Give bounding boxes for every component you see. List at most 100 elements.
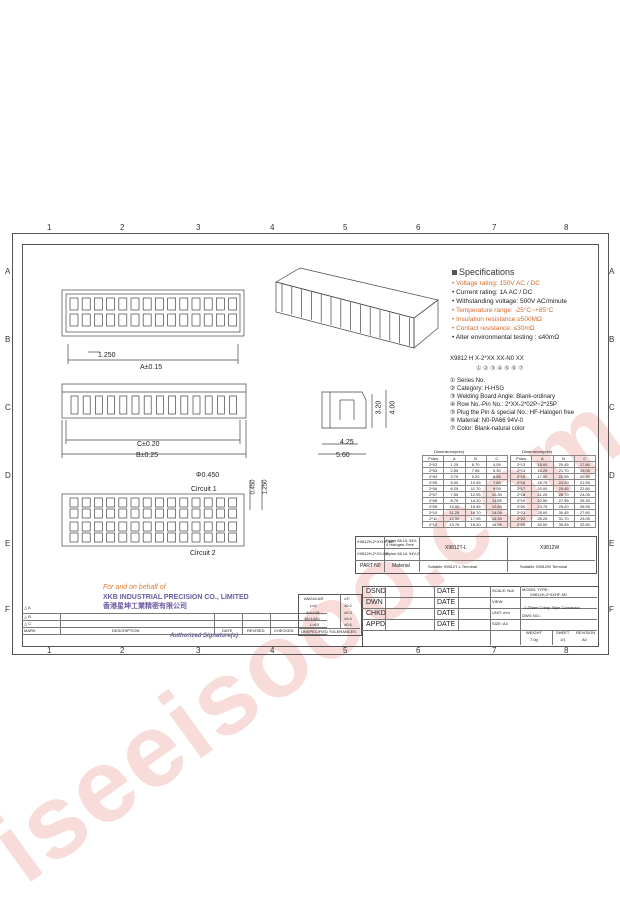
pin-cavity [216, 313, 225, 327]
side-view [318, 390, 387, 455]
terminal-a: X9812T-L [445, 545, 467, 551]
tol-key: L≤4 [310, 603, 317, 608]
pcb-pad [203, 532, 213, 543]
rev-row: △ B [24, 614, 31, 619]
pin-cavity [142, 297, 152, 311]
tb-date: DATE [437, 588, 456, 595]
drawing-outer-border [12, 233, 609, 655]
zone-row: B [609, 335, 615, 344]
tb-revision-label: REVISION [576, 630, 596, 635]
pin-cavity [81, 313, 91, 327]
tb-size: SIZE: A4 [492, 621, 508, 626]
dim-h1: 3.20 [375, 400, 383, 415]
pcb-pad [228, 532, 237, 543]
iso-view [275, 267, 439, 349]
zone-col: 5 [343, 646, 348, 655]
pcb-pad [203, 508, 213, 519]
company-name-cn: 香港星坤工業精密有限公司 [103, 603, 187, 610]
specs-title: Specifications [452, 268, 515, 277]
spec-item: • Insulation resistance:≥500MΩ [452, 316, 542, 323]
code-item: ④ Row No.-Pin No.: 2*XX-2*02P~2*25P [450, 402, 557, 408]
pcb-layout [61, 480, 263, 547]
spec-item: • Temperature range: -25°C~+85°C [452, 307, 554, 314]
pin-slot [156, 395, 164, 415]
pin-cavity [179, 313, 189, 327]
pcb-pad [155, 497, 164, 508]
tol-val: ±0.3 [344, 610, 352, 615]
code-item: ② Category: H-HSG [450, 386, 505, 392]
terminal-b: X9812W [540, 545, 560, 551]
pcb-pad [106, 508, 115, 519]
tol-key: 16<L≤63 [304, 616, 320, 621]
circuit-2-label: Circuit 2 [190, 550, 216, 557]
dim-w2: 5.60 [336, 452, 350, 459]
pcb-pad [94, 521, 103, 532]
pcb-pad [130, 532, 140, 543]
tb-dsnd: DSND [366, 588, 386, 595]
pin-cavity [191, 297, 201, 311]
pcb-pad [69, 532, 79, 543]
dim-table-cell: 32.80 [573, 521, 597, 528]
pin-cavity [228, 297, 237, 311]
circuit-1-label: Circuit 1 [191, 486, 217, 493]
pcb-pad [179, 521, 189, 532]
pin-cavity [191, 313, 201, 327]
pcb-pad [191, 508, 201, 519]
pcb-pad [142, 532, 152, 543]
pin-slot [192, 395, 201, 415]
pcb-pad [167, 497, 176, 508]
pcb-pad [94, 508, 103, 519]
pin-cavity [118, 313, 128, 327]
dim-c: C±0.20 [137, 441, 160, 448]
zone-col: 7 [492, 223, 497, 232]
pcb-pad [142, 521, 152, 532]
pcb-pad [228, 521, 237, 532]
pcb-pad [179, 532, 189, 543]
dim-table-cell: 2*25 [509, 521, 533, 528]
dim-table-cell: 35.45 [552, 521, 575, 528]
pcb-pad [130, 521, 140, 532]
dim-table-cell: 2*12 [421, 521, 445, 528]
tb-appd: APPD [366, 621, 386, 628]
pin-slot [204, 395, 213, 415]
pcb-pad [106, 532, 115, 543]
tb-sheet: 1/1 [560, 637, 566, 642]
part-code: X9812 H X-2*XX XX-N0 XX [450, 356, 524, 362]
pin-cavity [94, 313, 103, 327]
dim-table-cell: 13.75 [443, 521, 466, 528]
zone-row: E [609, 539, 615, 548]
tb-scale: SCALE: N/A [492, 588, 515, 593]
zone-col: 5 [343, 223, 348, 232]
pcb-pad [94, 497, 103, 508]
zone-col: 6 [416, 223, 421, 232]
pcb-pad [118, 497, 128, 508]
tb-view: VIEW: [492, 599, 504, 604]
company-name-en: XKB INDUSTRIAL PRECISION CO., LIMITED [103, 594, 249, 601]
pcb-pad [216, 532, 225, 543]
pin-cavity [118, 297, 128, 311]
pin-cavity [69, 297, 79, 311]
rev-row: △ C [24, 621, 32, 626]
zone-row: C [5, 403, 11, 412]
pin-slot [168, 395, 176, 415]
pin-cavity [94, 297, 103, 311]
tb-revision: A0 [582, 637, 587, 642]
zone-col: 1 [47, 223, 52, 232]
part-hf: X9812H-2*XXHF-N0 [357, 539, 394, 544]
pcb-pad [167, 508, 176, 519]
material-hf: Nylon 66 UL 94V-0 Halogen-Free [386, 538, 418, 547]
top-view [61, 289, 245, 364]
tb-sheet-label: SHEET [556, 630, 570, 635]
dim-v1: 0.450 [250, 479, 257, 495]
spec-item: • Contact resistance: ≤30mΩ [452, 325, 535, 332]
material-std: Nylon 66 UL 94V-0 [386, 551, 420, 556]
tb-dwn: DWN [366, 599, 383, 606]
pcb-pad [118, 532, 128, 543]
pcb-pad [155, 508, 164, 519]
pcb-pad [130, 497, 140, 508]
tol-val: ±0.2 [344, 603, 352, 608]
tb-model: X9812H-2*XXHF-N0 [530, 592, 567, 597]
pcb-pad [118, 508, 128, 519]
zone-row: A [5, 267, 11, 276]
